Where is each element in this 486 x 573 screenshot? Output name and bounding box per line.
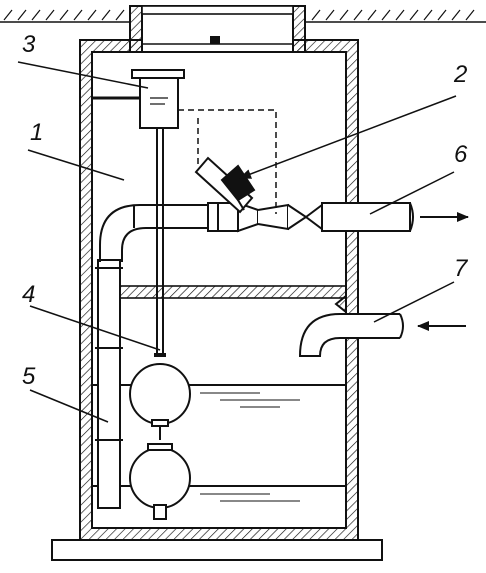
discharge-elbow <box>99 204 210 262</box>
ground-surface <box>0 9 486 23</box>
well-neck <box>129 5 306 53</box>
control-line <box>178 109 277 214</box>
callout-5: 5 <box>22 363 36 390</box>
float-assembly <box>129 128 191 520</box>
callout-7: 7 <box>454 255 469 282</box>
level-sensor <box>92 69 185 129</box>
vertical-pipe-casing <box>95 259 123 509</box>
inlet-pipe <box>298 293 404 357</box>
leader-lines <box>17 61 457 423</box>
callout-3: 3 <box>22 31 36 58</box>
callout-6: 6 <box>454 141 468 168</box>
intermediate-floor <box>119 285 347 299</box>
callout-4: 4 <box>22 281 35 308</box>
callout-1: 1 <box>30 119 43 146</box>
solenoid-valve <box>194 156 256 214</box>
base-slab <box>51 539 383 561</box>
callout-2: 2 <box>453 61 467 88</box>
